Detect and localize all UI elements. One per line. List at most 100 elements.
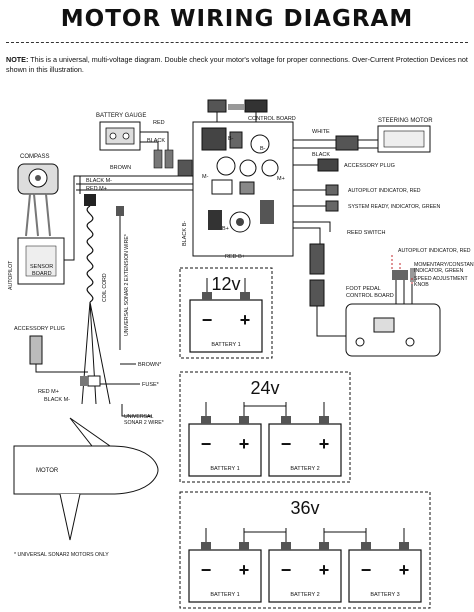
battery-neg-sign: − xyxy=(281,434,292,454)
voltage-label: 24v xyxy=(250,378,279,398)
battery-pos-sign: + xyxy=(239,560,250,580)
battery-neg-sign: − xyxy=(201,434,212,454)
foot-pedal-label-1: FOOT PEDAL xyxy=(346,286,381,292)
fp-momentary-label-2: INDICATOR, GREEN xyxy=(414,268,464,274)
compass xyxy=(17,163,59,237)
terminal-m-minus: M- xyxy=(202,174,209,180)
battery-neg-post xyxy=(281,542,291,550)
config-box xyxy=(179,371,351,483)
page-title: MOTOR WIRING DIAGRAM xyxy=(60,6,414,32)
wire-label-black: BLACK xyxy=(147,138,165,144)
fp-momentary-label-1: MOMENTARY/CONSTANT xyxy=(414,262,474,268)
battery-neg-sign: − xyxy=(281,560,292,580)
fp-speed-label-1: SPEED ADJUSTMENT xyxy=(414,276,468,282)
wire-label-black-bminus: BLACK B- xyxy=(182,221,188,246)
fp-speed-label-2: KNOB xyxy=(414,282,429,288)
autopilot-indicator-label: AUTOPILOT INDICATOR, RED xyxy=(348,188,421,194)
coil-cord xyxy=(86,205,94,303)
battery-neg-post xyxy=(202,292,212,300)
wire-label-brown: BROWN xyxy=(110,165,131,171)
motor xyxy=(13,417,159,541)
motor-label: MOTOR xyxy=(36,468,59,474)
battery-body xyxy=(268,423,342,477)
series-jumper xyxy=(243,405,287,410)
battery-body xyxy=(189,299,263,353)
sonar-ext-label: UNIVERSAL SONAR 2 EXTENSION WIRE* xyxy=(124,234,130,336)
wire-label-black-m: BLACK M- xyxy=(86,178,112,184)
battery-neg-post xyxy=(201,416,211,424)
coil-cord-connector xyxy=(84,194,96,206)
battery-config-24v: 24v − + BATTERY 1 − + BATTERY 2 xyxy=(179,371,351,483)
battery-pos-sign: + xyxy=(319,560,330,580)
accessory-plug-label: ACCESSORY PLUG xyxy=(344,163,395,169)
fuse xyxy=(87,375,101,387)
battery-label: BATTERY 1 xyxy=(210,592,239,598)
sensor-board-label-1: SENSOR xyxy=(30,264,53,270)
battery-config-36v: 36v − + BATTERY 1 − + BATTERY 2 −+BATTERY 3 xyxy=(179,491,431,609)
reed-switch-label: REED SWITCH xyxy=(347,230,386,236)
wire-label-red-m-left: RED M+ xyxy=(38,389,59,395)
battery: − + BATTERY 1 xyxy=(188,528,262,603)
battery: − + BATTERY 1 xyxy=(188,402,262,477)
battery-pos-sign: + xyxy=(239,434,250,454)
battery-pos-post xyxy=(399,542,409,550)
accessory-plug-left xyxy=(29,335,43,365)
wire-label-red-m: RED M+ xyxy=(86,186,107,192)
reed-switch-plug xyxy=(309,243,325,275)
battery-body xyxy=(348,549,422,603)
series-jumper xyxy=(243,531,287,536)
wire-label-black-m-left: BLACK M- xyxy=(44,397,70,403)
series-jumper xyxy=(323,531,367,536)
voltage-label: 36v xyxy=(290,498,319,518)
battery-pos-sign: + xyxy=(319,434,330,454)
sensor-board-label-2: BOARD xyxy=(32,271,52,277)
sonar-wire-label-1: UNIVERSAL xyxy=(124,414,154,420)
battery-pos-post xyxy=(319,416,329,424)
control-board-label: CONTROL BOARD xyxy=(248,116,296,122)
voltage-label: 12v xyxy=(211,274,240,294)
autopilot-cable-label: AUTOPILOT xyxy=(8,260,14,290)
coil-cord-label: COIL CORD xyxy=(102,273,108,302)
battery-neg-sign: − xyxy=(361,560,372,580)
battery-gauge xyxy=(99,121,141,151)
control-board-top-plug xyxy=(207,99,268,122)
terminal-m-plus: M+ xyxy=(277,176,285,182)
accessory-plug-left-label: ACCESSORY PLUG xyxy=(14,326,65,332)
battery-pos-post xyxy=(239,542,249,550)
wire-label-red-bplus: RED B+ xyxy=(225,254,245,260)
battery-pos-sign: + xyxy=(240,310,251,330)
system-ready-label: SYSTEM READY, INDICATOR, GREEN xyxy=(348,204,440,210)
battery-neg-sign: − xyxy=(201,560,212,580)
steering-motor-label: STEERING MOTOR xyxy=(378,118,433,124)
foot-pedal-control-board xyxy=(345,268,441,357)
title-divider xyxy=(6,42,468,43)
battery: −+BATTERY 3 xyxy=(348,528,422,603)
note-text: This is a universal, multi-voltage diagr… xyxy=(6,55,468,74)
battery-body xyxy=(188,549,262,603)
wire-label-white: WHITE xyxy=(312,129,330,135)
battery-neg-sign: − xyxy=(202,310,213,330)
battery-label: BATTERY 1 xyxy=(210,466,239,472)
battery-pos-post xyxy=(239,416,249,424)
wire-label-black2: BLACK xyxy=(312,152,330,158)
battery: − + BATTERY 2 xyxy=(268,402,342,477)
battery: − + BATTERY 2 xyxy=(268,528,342,603)
accessory-plug-right xyxy=(317,158,339,172)
battery-label: BATTERY 2 xyxy=(290,466,319,472)
battery-body xyxy=(268,549,342,603)
battery-config-12v: 12v−+BATTERY 1 xyxy=(179,267,273,359)
control-board xyxy=(192,121,294,257)
fuse-label: FUSE* xyxy=(142,382,160,388)
battery-pos-post xyxy=(240,292,250,300)
terminal-b-plus: B+ xyxy=(222,226,229,232)
battery-label: BATTERY 2 xyxy=(290,592,319,598)
terminal-b-minus-side: B- xyxy=(260,146,266,152)
config-box xyxy=(179,491,431,609)
fp-autopilot-indicator: AUTOPILOT INDICATOR, RED xyxy=(398,248,471,254)
note: NOTE: This is a universal, multi-voltage… xyxy=(6,55,468,75)
foot-pedal-label-2: CONTROL BOARD xyxy=(346,293,394,299)
footnote: * UNIVERSAL SONAR2 MOTORS ONLY xyxy=(14,552,109,558)
config-box xyxy=(179,267,273,359)
